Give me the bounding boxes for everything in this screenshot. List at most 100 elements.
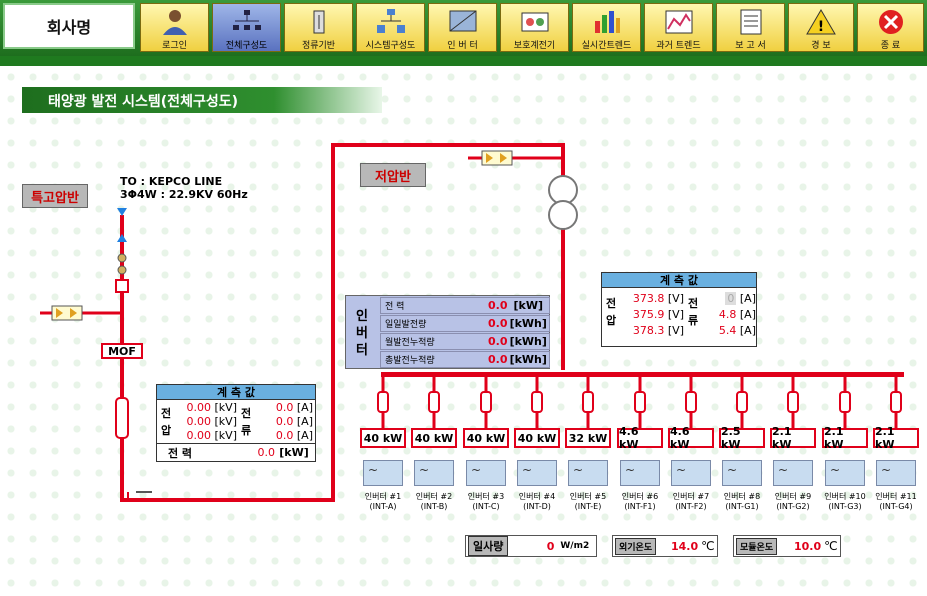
inverter-id: (INT-G3): [828, 502, 862, 511]
ac-wave-icon: ~: [419, 463, 430, 477]
lv-meter-header: 계 측 값: [602, 273, 756, 288]
irradiance-unit: W/m2: [560, 541, 590, 551]
outdoor-temp-label: 외기온도: [615, 537, 657, 555]
inverter-capacity: 2.1 kW: [770, 425, 816, 451]
lv-current-2: 4.8: [718, 308, 737, 321]
hv-voltage-label: 전압: [161, 407, 172, 437]
inverter-unit-icon[interactable]: ~: [568, 460, 608, 486]
login-button[interactable]: 로그인: [140, 3, 209, 52]
inverter-unit-icon[interactable]: ~: [517, 460, 557, 486]
inverter-unit-icon[interactable]: ~: [722, 460, 762, 486]
inverter-label: 인버터 #10(INT-G3): [819, 492, 871, 512]
module-temp-unit: ℃: [824, 539, 838, 553]
rectifier-button[interactable]: 정류기반: [284, 3, 353, 52]
inverter-unit-icon[interactable]: ~: [876, 460, 916, 486]
inverter-breaker: [890, 391, 902, 413]
inverter-capacity: 32 kW: [565, 428, 611, 448]
unit: [A]: [296, 401, 313, 414]
relay-button[interactable]: 보호계전기: [500, 3, 569, 52]
mof-box: MOF: [101, 343, 143, 359]
inverter-unit-icon[interactable]: ~: [825, 460, 865, 486]
inverter-button[interactable]: 인 버 터: [428, 3, 497, 52]
system-diagram-icon: [376, 9, 405, 33]
inverter-capacity: 2.5 kW: [719, 425, 765, 451]
past-trend-button[interactable]: 과거 트렌드: [644, 3, 713, 52]
line-spec-label: 3Φ4W : 22.9KV 60Hz: [120, 188, 248, 201]
row-value: 0.0: [488, 335, 508, 348]
inverter-title-text: 인버터: [356, 308, 368, 358]
inverter-breaker: [531, 391, 543, 413]
exit-button[interactable]: 종 료: [857, 3, 924, 52]
line-chart-icon: [665, 10, 692, 34]
inverter-unit-icon[interactable]: ~: [671, 460, 711, 486]
ac-wave-icon: ~: [625, 463, 636, 477]
inverter-id: (INT-E): [574, 502, 602, 511]
inverter-id: (INT-A): [369, 502, 397, 511]
inverter-breaker: [377, 391, 389, 413]
hv-voltage-3: 0.00: [186, 429, 212, 442]
ac-wave-icon: ~: [676, 463, 687, 477]
lv-current-1: 0: [725, 292, 737, 305]
hv-power-value: 0.0: [257, 446, 276, 459]
hv-meter-header: 계 측 값: [157, 385, 315, 400]
inverter-unit-icon[interactable]: ~: [414, 460, 454, 486]
inverter-unit-icon[interactable]: ~: [773, 460, 813, 486]
inverter-unit-icon[interactable]: ~: [620, 460, 660, 486]
row-unit: [kWh]: [509, 317, 547, 330]
unit: [A]: [296, 429, 313, 442]
inverter-name: 인버터 #7: [672, 492, 710, 501]
inverter-breaker: [428, 391, 440, 413]
row-unit: [kWh]: [509, 353, 547, 366]
inverter-breaker: [480, 391, 492, 413]
lv-voltage-3: 378.3: [632, 324, 665, 337]
inverter-id: (INT-C): [472, 502, 500, 511]
hv-voltage-1: 0.00: [186, 401, 212, 414]
inverter-label: 인버터 #11(INT-G4): [870, 492, 922, 512]
inverter-label: 인버터 #7(INT-F2): [665, 492, 717, 512]
row-value: 0.0: [488, 317, 508, 330]
hv-current-2: 0.0: [275, 415, 294, 428]
inverter-unit-icon[interactable]: ~: [466, 460, 506, 486]
row-value: 0.0: [488, 299, 508, 312]
alarm-button[interactable]: ! 경 보: [788, 3, 854, 52]
lv-current-label: 전류: [688, 297, 699, 327]
outdoor-temp-value: 14.0: [670, 539, 699, 553]
row-unit: [kW]: [513, 299, 543, 312]
inverter-id: (INT-F1): [624, 502, 656, 511]
high-voltage-panel-label: 특고압반: [22, 184, 88, 208]
inverter-icon: [449, 10, 476, 32]
inverter-capacity: 40 kW: [411, 428, 457, 448]
inverter-breaker: [839, 391, 851, 413]
unit: [kV]: [214, 415, 237, 428]
inverter-unit-icon[interactable]: ~: [363, 460, 403, 486]
inverter-breaker: [736, 391, 748, 413]
inverter-summary-title: 인버터: [346, 296, 378, 370]
inverter-breaker: [685, 391, 697, 413]
warning-icon: !: [806, 9, 836, 35]
lv-voltage-2: 375.9: [632, 308, 665, 321]
irradiance-value: 0: [546, 539, 555, 553]
svg-text:!: !: [818, 19, 824, 35]
inverter-name: 인버터 #8: [723, 492, 761, 501]
overview-button[interactable]: 전체구성도: [212, 3, 281, 52]
inverter-name: 인버터 #9: [774, 492, 812, 501]
inverter-label: 인버터 #1(INT-A): [357, 492, 409, 512]
row-name: 총발전누적량: [385, 356, 435, 366]
inverter-name: 인버터 #10: [824, 492, 866, 501]
realtime-trend-button[interactable]: 실시간트렌드: [572, 3, 641, 52]
close-icon: [878, 10, 903, 34]
outdoor-temp-box: 외기온도 14.0 ℃: [612, 535, 718, 557]
inverter-capacity: 40 kW: [463, 428, 509, 448]
low-voltage-panel-label: 저압반: [360, 163, 426, 187]
ac-wave-icon: ~: [522, 463, 533, 477]
unit: [V]: [667, 308, 684, 321]
inverter-label: 인버터 #6(INT-F1): [614, 492, 666, 512]
system-button[interactable]: 시스템구성도: [356, 3, 425, 52]
ac-wave-icon: ~: [830, 463, 841, 477]
inverter-id: (INT-G1): [725, 502, 759, 511]
hv-power-label: 전 력: [167, 446, 193, 460]
unit: [V]: [667, 292, 684, 305]
report-button[interactable]: 보 고 서: [716, 3, 785, 52]
